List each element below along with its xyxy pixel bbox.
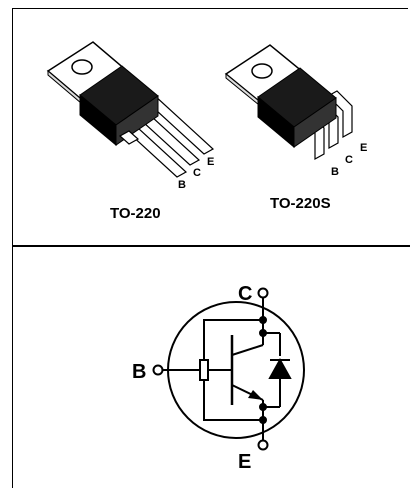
- panel-divider: [12, 245, 410, 247]
- to220-pin-c-label: C: [193, 167, 201, 179]
- to220-pin-b-label: B: [178, 179, 186, 191]
- base-label: B: [132, 361, 146, 383]
- base-terminal: [152, 364, 164, 376]
- freewheel-diode: [268, 357, 292, 379]
- collector-terminal: [257, 287, 269, 299]
- emitter-label: E: [238, 451, 251, 473]
- to220s-body-side: [293, 97, 337, 148]
- to220s-pin-e-label: E: [360, 142, 367, 154]
- igbt-schematic: [152, 287, 305, 451]
- to220-mounting-hole: [71, 59, 93, 75]
- collector-label: C: [238, 283, 252, 305]
- to220-pin-e-label: E: [207, 156, 214, 168]
- to220-package-drawing: B C E TO-220: [46, 41, 214, 222]
- figure-frame: [12, 8, 408, 488]
- to220s-mounting-hole: [251, 63, 273, 79]
- to220s-package-label: TO-220S: [270, 195, 331, 212]
- to220-package-label: TO-220: [110, 205, 161, 222]
- emitter-arrow: [248, 390, 263, 400]
- to220s-package-drawing: B C E TO-220S: [224, 44, 367, 212]
- emitter-terminal: [257, 439, 269, 451]
- base-resistor: [199, 359, 209, 381]
- to220s-pin-c-label: C: [345, 154, 353, 166]
- to220s-pin-b-label: B: [331, 166, 339, 178]
